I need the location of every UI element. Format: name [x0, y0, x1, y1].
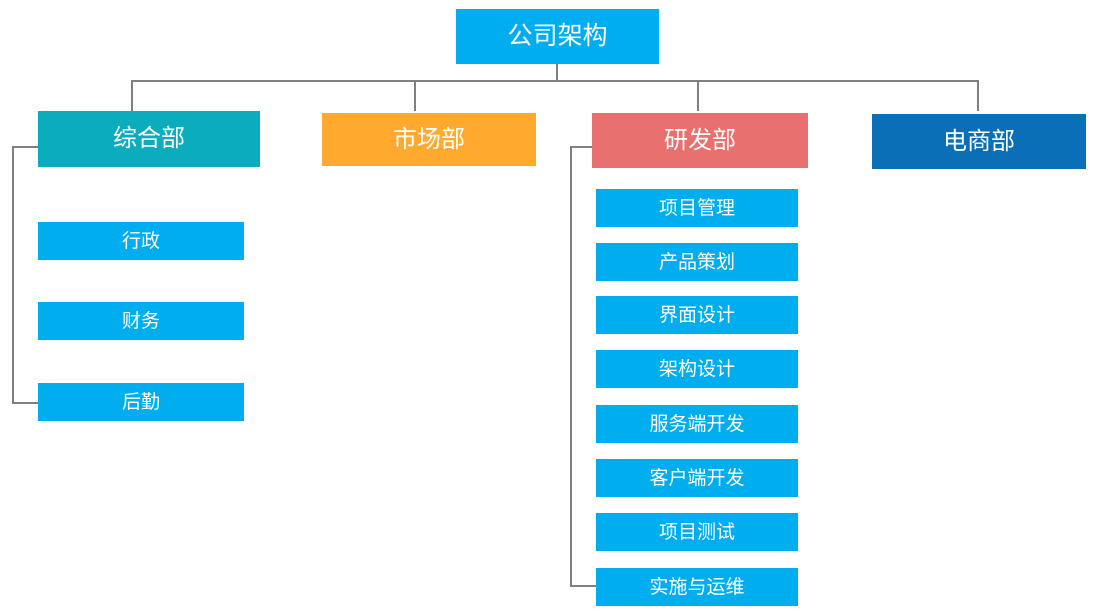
- connector-bracket-rd: [570, 146, 596, 587]
- node-leaf-administration[interactable]: 行政: [38, 222, 244, 260]
- node-leaf-finance-label: 财务: [121, 310, 160, 332]
- node-department-marketing[interactable]: 市场部: [322, 113, 536, 166]
- node-leaf-logistics-label: 后勤: [121, 391, 160, 413]
- node-department-ecommerce[interactable]: 电商部: [872, 114, 1086, 169]
- node-leaf-finance[interactable]: 财务: [38, 302, 244, 340]
- connector-root-stem: [556, 64, 558, 81]
- node-leaf-architecture-design-label: 架构设计: [658, 358, 735, 380]
- node-leaf-implementation-operations[interactable]: 实施与运维: [596, 568, 798, 606]
- node-leaf-product-planning[interactable]: 产品策划: [596, 243, 798, 281]
- node-leaf-server-development[interactable]: 服务端开发: [596, 405, 798, 443]
- node-root-company[interactable]: 公司架构: [456, 9, 659, 64]
- node-leaf-project-testing[interactable]: 项目测试: [596, 513, 798, 551]
- node-leaf-project-testing-label: 项目测试: [658, 521, 735, 543]
- node-leaf-server-development-label: 服务端开发: [649, 413, 745, 435]
- connector-drop-marketing: [414, 80, 416, 111]
- node-department-ecommerce-label: 电商部: [943, 127, 1015, 155]
- node-leaf-project-management[interactable]: 项目管理: [596, 189, 798, 227]
- node-department-rd-label: 研发部: [664, 126, 736, 154]
- node-leaf-implementation-operations-label: 实施与运维: [649, 576, 745, 598]
- node-department-rd[interactable]: 研发部: [592, 113, 808, 168]
- connector-drop-rd: [697, 80, 699, 111]
- node-leaf-ui-design-label: 界面设计: [658, 304, 735, 326]
- node-department-marketing-label: 市场部: [393, 125, 465, 153]
- connector-drop-ecommerce: [977, 80, 979, 111]
- connector-drop-comprehensive: [131, 80, 133, 111]
- node-leaf-administration-label: 行政: [121, 230, 160, 252]
- node-leaf-ui-design[interactable]: 界面设计: [596, 296, 798, 334]
- node-leaf-architecture-design[interactable]: 架构设计: [596, 350, 798, 388]
- node-leaf-project-management-label: 项目管理: [658, 197, 735, 219]
- node-root-label: 公司架构: [507, 22, 608, 50]
- node-department-comprehensive[interactable]: 综合部: [38, 111, 260, 167]
- connector-bracket-comprehensive: [12, 146, 38, 404]
- node-department-comprehensive-label: 综合部: [113, 125, 185, 152]
- node-leaf-product-planning-label: 产品策划: [658, 251, 735, 273]
- node-leaf-client-development-label: 客户端开发: [649, 467, 745, 489]
- connector-department-bus: [131, 80, 979, 82]
- node-leaf-logistics[interactable]: 后勤: [38, 383, 244, 421]
- node-leaf-client-development[interactable]: 客户端开发: [596, 459, 798, 497]
